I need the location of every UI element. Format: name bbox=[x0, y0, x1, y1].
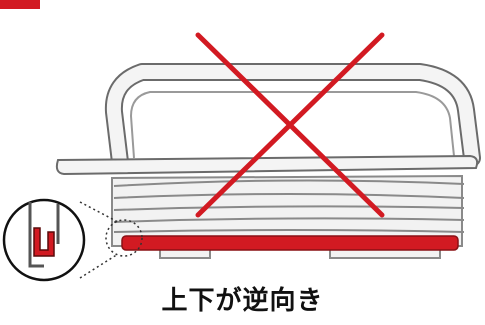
red-corner-tab bbox=[0, 0, 40, 9]
red-gasket-ring bbox=[121, 235, 459, 251]
cap-top-plate bbox=[55, 154, 479, 176]
cap-handle bbox=[104, 63, 481, 171]
red-x-mark bbox=[195, 32, 385, 218]
gasket-detail-icon bbox=[28, 202, 60, 268]
zoom-circle-icon bbox=[2, 198, 143, 282]
caption-text: 上下が逆向き bbox=[161, 286, 324, 316]
